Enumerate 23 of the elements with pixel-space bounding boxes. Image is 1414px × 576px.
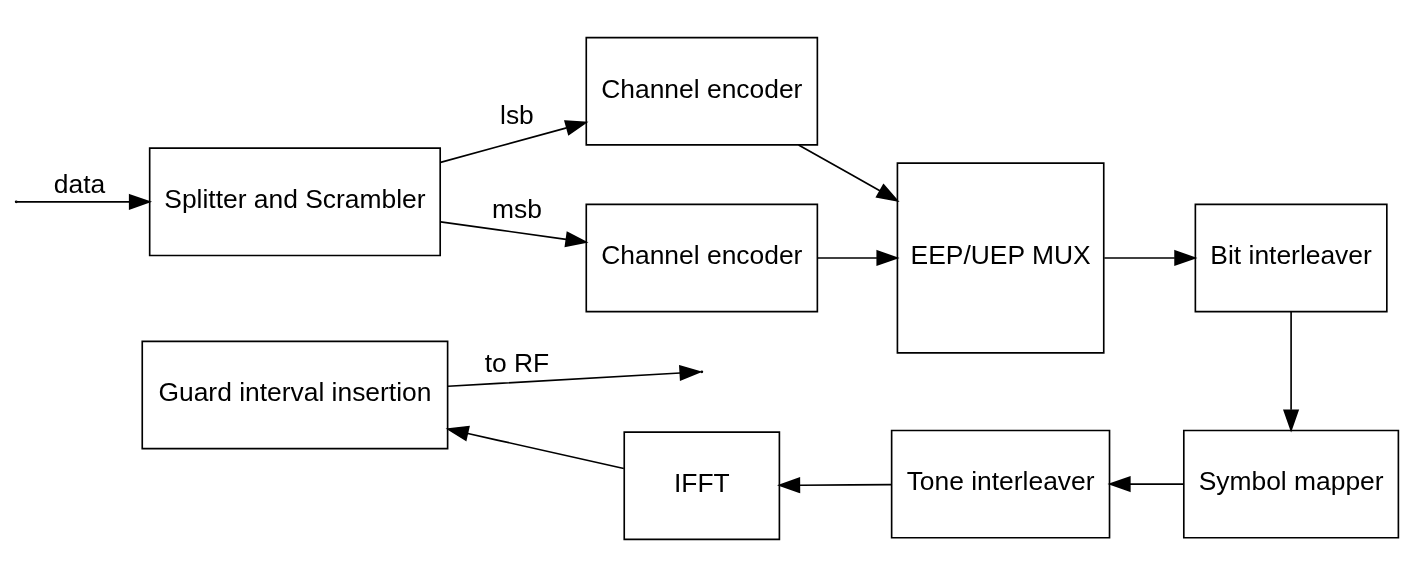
arrow [445,425,625,469]
edge-label: to RF [484,347,550,378]
arrow [816,249,900,266]
node-box: IFFT [623,430,781,540]
node-box: Guard interval insertion [141,340,449,449]
node-box: Channel encoder [585,36,819,146]
arrow [797,143,900,202]
node-box: Symbol mapper [1182,429,1400,539]
arrow [16,193,152,210]
arrow [1103,249,1198,266]
node-box: Bit interleaver [1194,203,1388,312]
arrow [1283,310,1300,433]
node-box: Channel encoder [585,203,819,312]
edge-label: lsb [500,99,534,130]
arrow [1107,475,1185,492]
arrow [439,220,589,247]
arrow [439,119,589,163]
node-box: Splitter and Scrambler [148,146,441,256]
edge-label: msb [492,193,542,224]
node-box: Tone interleaver [890,429,1111,539]
arrow [777,476,893,493]
node-box: EEP/UEP MUX [896,161,1105,354]
edge-label: data [53,168,106,199]
